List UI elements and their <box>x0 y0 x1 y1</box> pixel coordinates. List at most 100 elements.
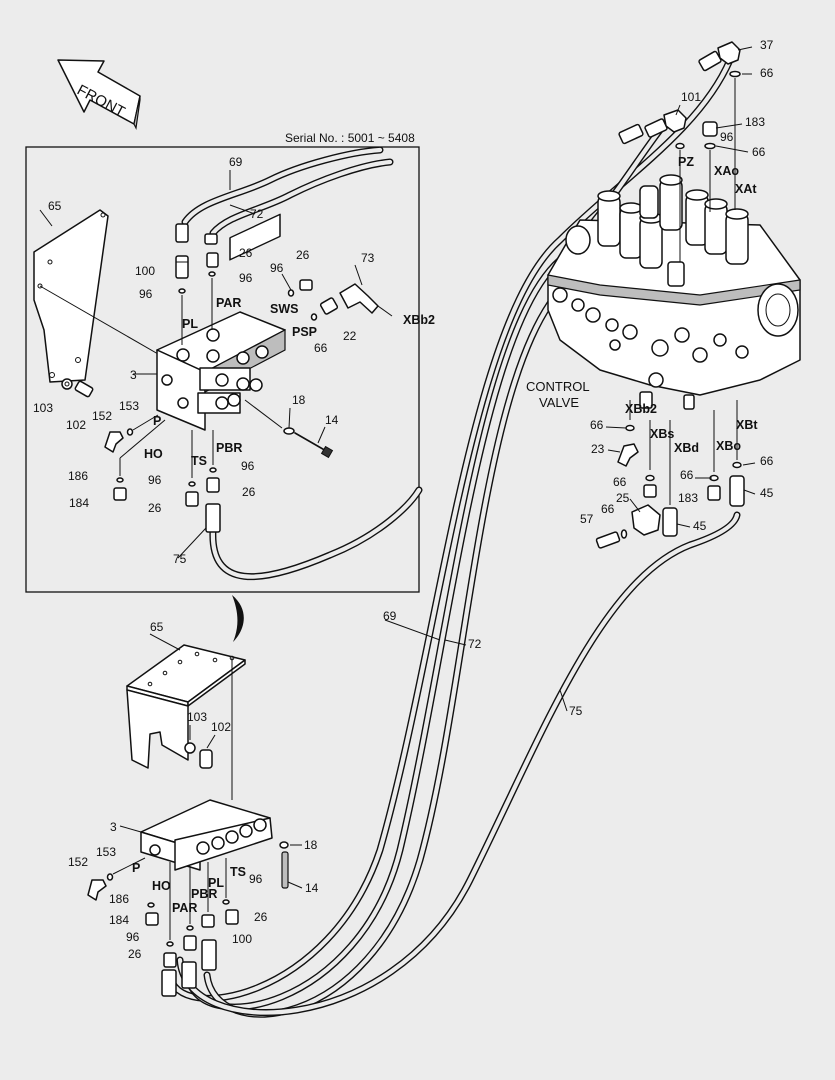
callout-c66e: 66 <box>760 454 774 468</box>
serial-note: Serial No. : 5001 ~ 5408 <box>285 131 415 145</box>
callout-c102b: 102 <box>211 720 231 734</box>
valve-label-line2: VALVE <box>539 395 579 410</box>
inset-hoses <box>181 146 423 581</box>
callout-c45a: 45 <box>760 486 774 500</box>
callout-c96d: 96 <box>139 287 153 301</box>
callout-c69a: 69 <box>229 155 243 169</box>
connector-swoosh <box>232 595 244 642</box>
inset-frame <box>25 146 420 593</box>
callout-c96b: 96 <box>270 261 284 275</box>
callout-c186b: 186 <box>109 892 129 906</box>
port-label-xbt: XBt <box>736 418 758 432</box>
callout-c37: 37 <box>760 38 774 52</box>
callout-c100b: 100 <box>232 932 252 946</box>
port-label-xbb2-b: XBb2 <box>625 402 657 416</box>
port-label-pz: PZ <box>678 155 694 169</box>
callout-c103b: 103 <box>187 710 207 724</box>
leader-lines <box>39 46 756 889</box>
port-label-xbb2-a: XBb2 <box>403 313 435 327</box>
port-label-pl-b: PL <box>208 876 224 890</box>
port-label-ts-b: TS <box>230 865 246 879</box>
callout-c103a: 103 <box>33 401 53 415</box>
callout-c26e: 26 <box>254 910 268 924</box>
callout-c3a: 3 <box>130 368 137 382</box>
callout-c26f: 26 <box>128 947 142 961</box>
valve-label-line1: CONTROL <box>526 379 590 394</box>
callout-c72a: 72 <box>250 207 264 221</box>
port-label-psp-a: PSP <box>292 325 317 339</box>
port-label-xbd: XBd <box>674 441 699 455</box>
callout-c75b: 75 <box>569 704 583 718</box>
valve-bottom-fittings <box>595 400 745 549</box>
callout-c66g: 66 <box>613 475 627 489</box>
port-label-xbs: XBs <box>650 427 674 441</box>
callout-c45b: 45 <box>693 519 707 533</box>
callout-c96a: 96 <box>720 130 734 144</box>
port-label-ts-a: TS <box>191 454 207 468</box>
inset-fittings <box>61 223 393 533</box>
callout-c14a: 14 <box>325 413 339 427</box>
port-label-ho-a: HO <box>144 447 163 461</box>
callout-c96g: 96 <box>249 872 263 886</box>
port-label-xat: XAt <box>735 182 757 196</box>
callout-c96e: 96 <box>241 459 255 473</box>
callout-c153b: 153 <box>96 845 116 859</box>
bracket-65-lower <box>126 644 246 800</box>
callout-c26c: 26 <box>242 485 256 499</box>
manifold-block-inset <box>156 213 286 431</box>
callout-c69b: 69 <box>383 609 397 623</box>
callout-c152b: 152 <box>68 855 88 869</box>
callout-c153a: 153 <box>119 399 139 413</box>
callout-c102a: 102 <box>66 418 86 432</box>
port-label-sws-a: SWS <box>270 302 298 316</box>
callout-c75a: 75 <box>173 552 187 566</box>
callout-c152a: 152 <box>92 409 112 423</box>
callout-c3b: 3 <box>110 820 117 834</box>
callout-c65a: 65 <box>48 199 62 213</box>
callout-c14b: 14 <box>305 881 319 895</box>
callout-c72b: 72 <box>468 637 482 651</box>
callout-c184a: 184 <box>69 496 89 510</box>
callout-c18a: 18 <box>292 393 306 407</box>
control-valve <box>547 174 801 410</box>
port-label-par-a: PAR <box>216 296 241 310</box>
callout-c66a: 66 <box>760 66 774 80</box>
callout-c26b: 26 <box>296 248 310 262</box>
port-label-xao: XAo <box>714 164 739 178</box>
port-label-par-b: PAR <box>172 901 197 915</box>
callout-c57: 57 <box>580 512 594 526</box>
callout-c18b: 18 <box>304 838 318 852</box>
callout-c66b: 66 <box>752 145 766 159</box>
callout-c65b: 65 <box>150 620 164 634</box>
port-label-pbr-b: PBR <box>191 887 217 901</box>
callout-c183b: 183 <box>678 491 698 505</box>
port-label-pl-a: PL <box>182 317 198 331</box>
front-arrow-icon: FRONT <box>57 59 141 130</box>
callout-c25: 25 <box>616 491 630 505</box>
callout-c26d: 26 <box>148 501 162 515</box>
callout-c26a: 26 <box>239 246 253 260</box>
manifold-block-lower <box>87 799 289 997</box>
callout-c96c: 96 <box>239 271 253 285</box>
port-label-p-a: P <box>153 414 161 428</box>
port-label-p-b: P <box>132 861 140 875</box>
port-label-ho-b: HO <box>152 879 171 893</box>
callout-c96f: 96 <box>148 473 162 487</box>
callout-c186a: 186 <box>68 469 88 483</box>
callout-c66h: 66 <box>601 502 615 516</box>
callout-c22: 22 <box>343 329 357 343</box>
port-label-pbr-a: PBR <box>216 441 242 455</box>
callout-c183a: 183 <box>745 115 765 129</box>
port-label-xbo: XBo <box>716 439 741 453</box>
callout-c101: 101 <box>681 90 701 104</box>
callout-c23: 23 <box>591 442 605 456</box>
callout-c184b: 184 <box>109 913 129 927</box>
callout-c66d: 66 <box>590 418 604 432</box>
callout-c96h: 96 <box>126 930 140 944</box>
callout-c73: 73 <box>361 251 375 265</box>
callout-c100a: 100 <box>135 264 155 278</box>
